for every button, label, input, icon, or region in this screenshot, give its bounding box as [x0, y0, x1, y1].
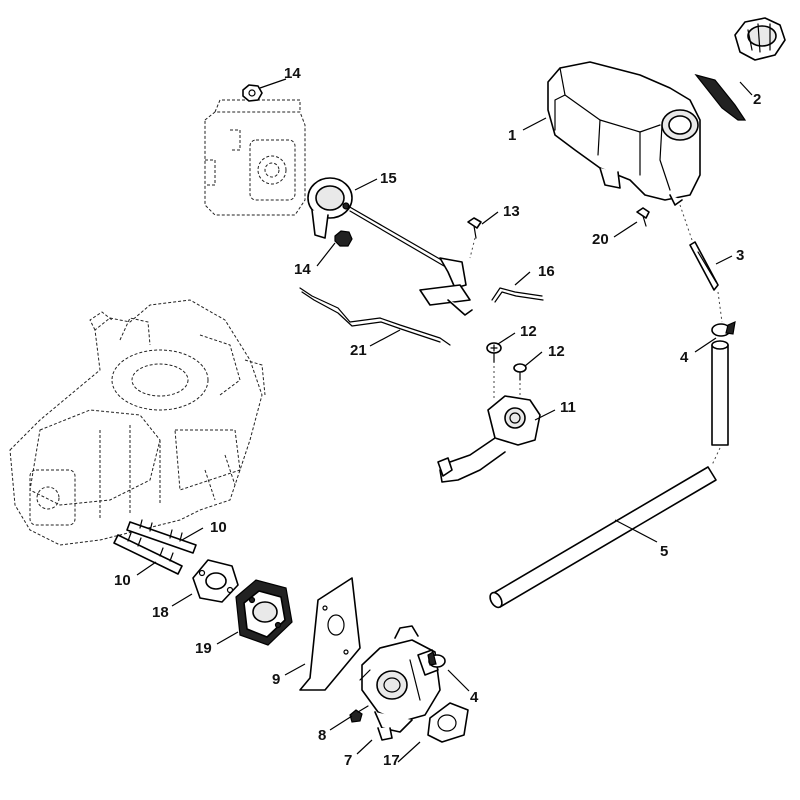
part-8-screw [349, 705, 369, 723]
part-19-insulator [235, 579, 293, 646]
part-4-clamp-lower [427, 651, 446, 668]
part-14-bracket-block [204, 99, 306, 216]
callout-5: 5 [660, 543, 668, 560]
callout-labels: 1 2 3 4 5 7 8 9 10 10 11 12 12 13 14 14 … [114, 65, 761, 769]
part-12-screw-a [486, 342, 502, 363]
callout-3: 3 [736, 247, 744, 264]
callout-18: 18 [152, 604, 169, 621]
nut-lower [334, 230, 353, 247]
callout-14-lower: 14 [294, 261, 311, 278]
callout-4-upper: 4 [680, 349, 689, 366]
callout-19: 19 [195, 640, 212, 657]
callout-4-lower: 4 [470, 689, 479, 706]
callout-2: 2 [753, 91, 761, 108]
leader-lines [136, 78, 753, 763]
nut-upper [242, 84, 263, 102]
callout-10-lower: 10 [114, 572, 131, 589]
part-10-stud-upper [126, 519, 197, 554]
part-10-stud-lower [113, 532, 183, 575]
part-9-plate [299, 577, 361, 691]
part-1-fuel-tank [547, 61, 701, 206]
callout-1: 1 [508, 127, 516, 144]
engine-block-outline [9, 299, 266, 546]
part-20-screw [636, 207, 650, 227]
part-5-fuel-hose [489, 340, 729, 609]
callout-9: 9 [272, 671, 280, 688]
part-4-clamp-upper [711, 321, 736, 337]
part-2-fuel-cap [694, 17, 786, 121]
part-11-intake-bracket [437, 395, 541, 483]
part-18-gasket [192, 559, 239, 603]
part-15-governor-lever [307, 177, 473, 316]
callout-8: 8 [318, 727, 326, 744]
callout-17: 17 [383, 752, 400, 769]
part-16-link-rod [491, 287, 544, 303]
callout-11: 11 [560, 399, 576, 416]
part-13-screw [467, 217, 482, 239]
callout-7: 7 [344, 752, 352, 769]
part-12-screw-b [513, 363, 527, 381]
part-21-throttle-wire [299, 287, 451, 346]
callout-16: 16 [538, 263, 555, 280]
callout-15: 15 [380, 170, 397, 187]
part-7-carburetor [359, 625, 441, 741]
callout-14-upper: 14 [284, 65, 301, 82]
callout-12-lower: 12 [548, 343, 565, 360]
callout-10-upper: 10 [210, 519, 227, 536]
callout-21: 21 [350, 342, 367, 359]
callout-13: 13 [503, 203, 520, 220]
part-3-fuel-filter [689, 241, 719, 291]
callout-12-upper: 12 [520, 323, 537, 340]
callout-20: 20 [592, 231, 609, 248]
assembly-lines [469, 204, 723, 466]
part-17-gasket [427, 702, 469, 743]
